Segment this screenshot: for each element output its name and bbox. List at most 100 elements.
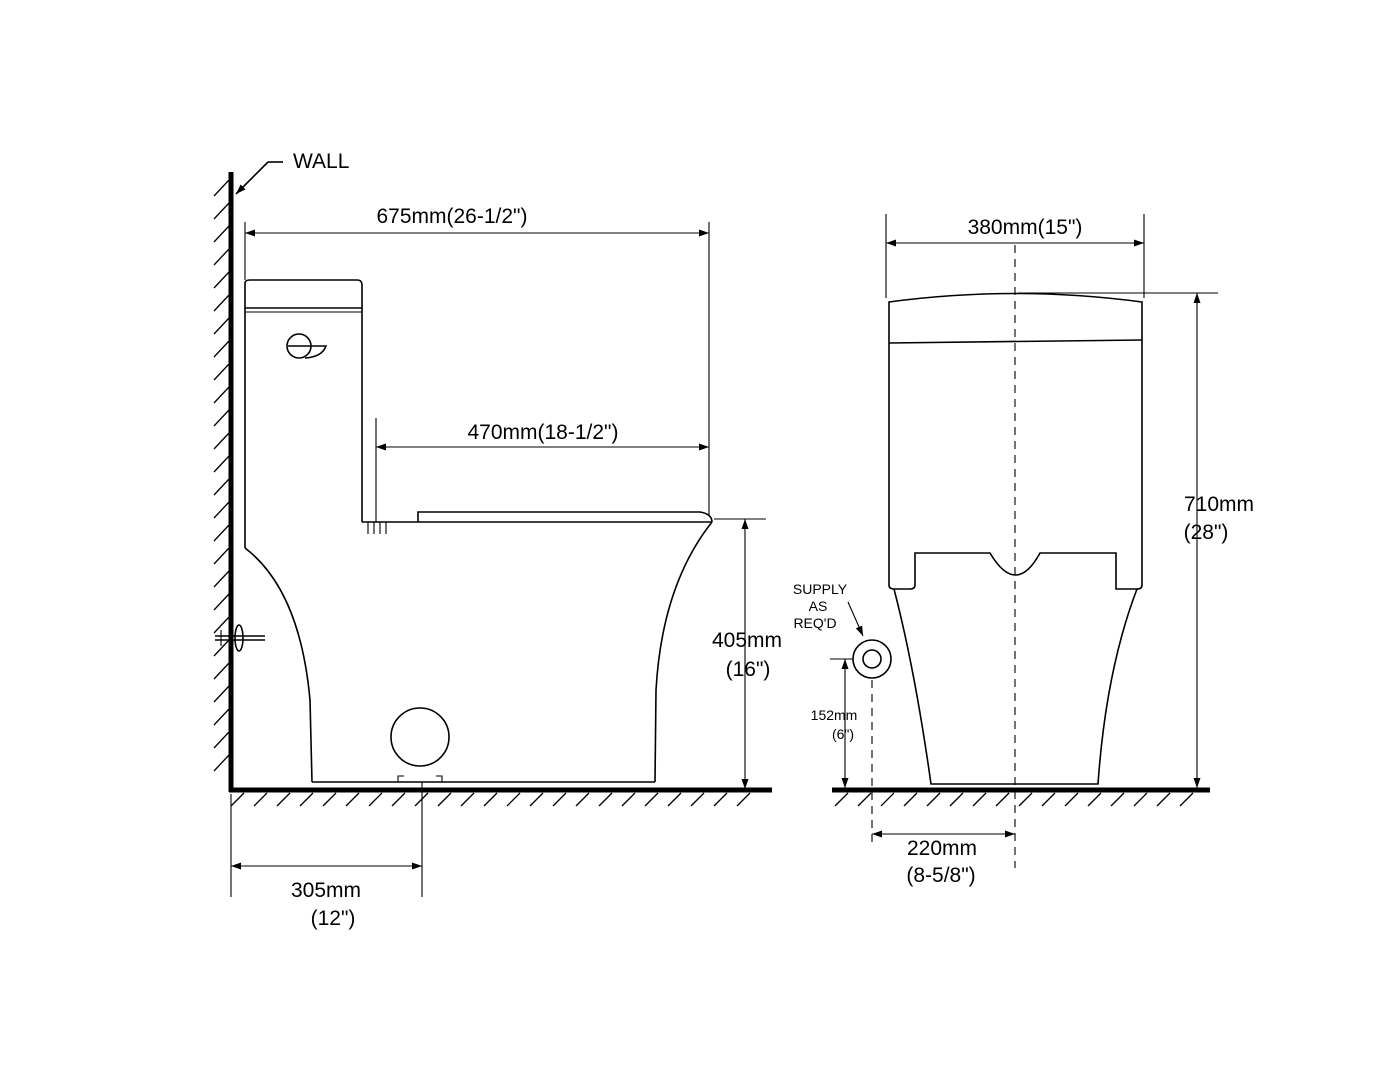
hatch-stroke — [880, 792, 895, 807]
hatch-stroke — [213, 547, 230, 565]
hatch-stroke — [857, 792, 872, 807]
floor-hatching-front — [834, 792, 1194, 807]
seat-height-in-label: (16") — [726, 658, 771, 681]
hatch-stroke — [1179, 792, 1194, 807]
hatch-stroke — [1064, 792, 1079, 807]
hatch-stroke — [213, 731, 230, 749]
hatch-stroke — [506, 792, 521, 807]
hatch-stroke — [903, 792, 918, 807]
seat-height-mm-label: 405mm — [712, 629, 782, 652]
hatch-stroke — [1018, 792, 1033, 807]
hatch-stroke — [253, 792, 268, 807]
supply-note-line-2: AS — [809, 598, 828, 614]
supply-pipe-outer — [852, 639, 892, 679]
front-view: 380mm(15") 710mm (28") SUPPLY AS REQ'D 1… — [793, 214, 1254, 887]
hatch-stroke — [213, 478, 230, 496]
hatch-stroke — [598, 792, 613, 807]
tank-body — [244, 308, 363, 548]
hatch-stroke — [529, 792, 544, 807]
hatch-stroke — [213, 363, 230, 381]
hatch-stroke — [299, 792, 314, 807]
hatch-stroke — [552, 792, 567, 807]
hatch-stroke — [667, 792, 682, 807]
front-tank-lid-line — [888, 339, 1143, 344]
supply-note-line-1: SUPPLY — [793, 581, 848, 597]
toilet-seat — [417, 511, 713, 523]
wall-leader-arrow — [235, 161, 269, 195]
hatch-stroke — [276, 792, 291, 807]
hatch-stroke — [213, 616, 230, 634]
supply-height-mm-label: 152mm — [811, 707, 858, 723]
hatch-stroke — [213, 455, 230, 473]
supply-offset-mm-label: 220mm — [907, 837, 977, 860]
side-view: WALL 675mm(26-1/2") 470mm(18 — [213, 150, 782, 930]
tank-width-label: 380mm(15") — [968, 216, 1083, 239]
hatch-stroke — [213, 386, 230, 404]
hatch-stroke — [437, 792, 452, 807]
hatch-stroke — [972, 792, 987, 807]
hatch-stroke — [213, 294, 230, 312]
hatch-stroke — [949, 792, 964, 807]
hatch-stroke — [213, 202, 230, 220]
supply-leader — [847, 601, 864, 637]
hatch-stroke — [213, 754, 230, 772]
hatch-stroke — [213, 409, 230, 427]
hatch-stroke — [713, 792, 728, 807]
hatch-stroke — [213, 593, 230, 611]
seat-hinge — [367, 522, 387, 534]
hatch-stroke — [391, 792, 406, 807]
hatch-stroke — [926, 792, 941, 807]
hatch-stroke — [1087, 792, 1102, 807]
hatch-stroke — [368, 792, 383, 807]
seat-depth-label: 470mm(18-1/2") — [467, 421, 618, 444]
hatch-stroke — [213, 248, 230, 266]
rough-in-in-label: (12") — [311, 907, 356, 930]
hatch-stroke — [1156, 792, 1171, 807]
hatch-stroke — [213, 524, 230, 542]
hatch-stroke — [345, 792, 360, 807]
tank-lid — [244, 279, 363, 309]
hatch-stroke — [644, 792, 659, 807]
hatch-stroke — [213, 570, 230, 588]
supply-offset-in-label: (8-5/8") — [906, 864, 975, 887]
overall-height-mm-label: 710mm — [1184, 493, 1254, 516]
hatch-stroke — [213, 432, 230, 450]
wall-label: WALL — [293, 150, 349, 173]
hatch-stroke — [213, 662, 230, 680]
hatch-stroke — [213, 685, 230, 703]
flange-marks — [397, 775, 443, 782]
wall-hatching — [213, 179, 230, 772]
bowl-rear — [244, 547, 313, 783]
hatch-stroke — [213, 708, 230, 726]
hatch-stroke — [460, 792, 475, 807]
hatch-stroke — [1133, 792, 1148, 807]
hatch-stroke — [213, 501, 230, 519]
hatch-stroke — [1041, 792, 1056, 807]
rough-in-mm-label: 305mm — [291, 879, 361, 902]
hatch-stroke — [483, 792, 498, 807]
supply-height-in-label: (6") — [832, 726, 854, 742]
wall-supply-valve-icon — [215, 624, 265, 652]
hatch-stroke — [213, 317, 230, 335]
bowl-front — [654, 521, 713, 783]
hatch-stroke — [322, 792, 337, 807]
hatch-stroke — [213, 225, 230, 243]
floor-hatching-side — [230, 792, 751, 807]
hatch-stroke — [834, 792, 849, 807]
hatch-stroke — [690, 792, 705, 807]
overall-depth-label: 675mm(26-1/2") — [376, 205, 527, 228]
hatch-stroke — [621, 792, 636, 807]
overall-height-in-label: (28") — [1184, 521, 1229, 544]
supply-pipe-inner — [862, 649, 882, 669]
hatch-stroke — [575, 792, 590, 807]
hatch-stroke — [213, 340, 230, 358]
front-tank — [888, 292, 1143, 590]
hatch-stroke — [213, 639, 230, 657]
hatch-stroke — [736, 792, 751, 807]
hatch-stroke — [213, 271, 230, 289]
supply-note-line-3: REQ'D — [793, 615, 836, 631]
hatch-stroke — [1110, 792, 1125, 807]
waste-outlet — [390, 707, 450, 767]
hatch-stroke — [213, 179, 230, 197]
